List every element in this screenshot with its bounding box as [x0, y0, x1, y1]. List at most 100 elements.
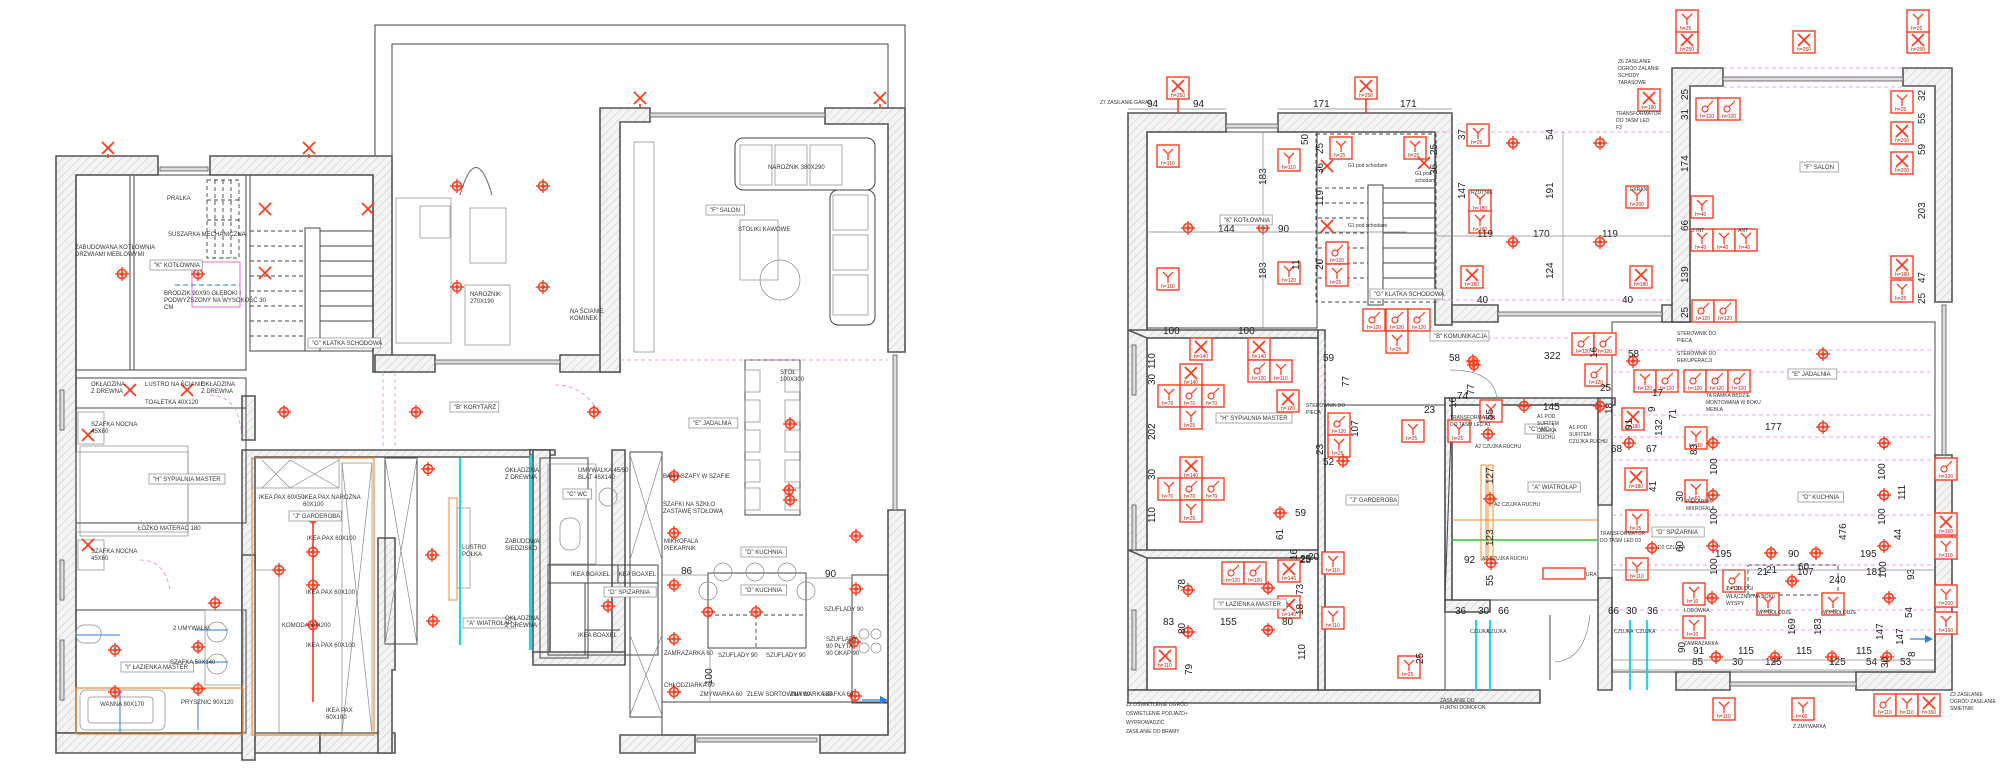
dimension-value: 110	[1147, 507, 1158, 523]
mount-height-label: h=120	[1696, 316, 1710, 322]
room-label-lazienka: "I" ŁAZIENKA MASTER	[1218, 602, 1282, 608]
mount-height-label: h=40	[1695, 245, 1706, 251]
room-label-komunikacja: "B" KOMUNIKACJA	[1434, 334, 1487, 340]
dimension-value: 16	[1589, 346, 1600, 358]
mount-height-label: h=110	[1158, 663, 1172, 669]
wall-outlet-cross-icon	[258, 266, 272, 280]
note-ikea-4: IKEA PAX 60X100	[306, 590, 356, 596]
dimension-value: 25	[1680, 306, 1691, 318]
room-label-sypialnia-frame	[148, 473, 226, 485]
note-zmywarka: ZMYWARKA 60	[700, 692, 743, 698]
ceiling-light-icon	[1505, 234, 1521, 250]
electrical-box-c1-switch: h=120	[1655, 369, 1679, 393]
mount-height-label: h=40	[1739, 245, 1750, 251]
note-a2-czujka-2: A2 CZUJKA RUCHU	[1494, 502, 1541, 508]
ceiling-light-icon	[700, 604, 716, 620]
room-label-wc-frame	[562, 488, 592, 500]
mount-height-label: h=120	[1589, 380, 1603, 386]
mount-height-label: h=180	[1473, 206, 1487, 212]
room-label-salon-frame	[1799, 161, 1839, 173]
mount-height-label: h=110	[1161, 284, 1175, 290]
mount-height-label: h=25	[1330, 280, 1341, 286]
ceiling-light-icon	[190, 639, 206, 655]
room-label-jadalnia-frame	[688, 417, 739, 429]
electrical-box-j1-switch: h=120	[1327, 412, 1351, 436]
electrical-box-d3-switch: h=110	[1873, 693, 1897, 717]
note-naroznik-salon: NAROŻNIK 380X290	[768, 164, 825, 171]
electrical-box-i2-switch: h=120	[1243, 561, 1267, 585]
room-label-salon: "F" SALON	[710, 208, 740, 214]
ceiling-light-icon	[107, 642, 123, 658]
dimension-value: 54	[1866, 657, 1878, 668]
room-label-wc-frame	[1524, 423, 1554, 435]
note-zamrazarka: ZAMRAŻARKA 60	[664, 650, 714, 657]
note-d2-czujka: D2 CZUJKA	[1658, 545, 1686, 551]
dimension-value: 110	[1297, 644, 1308, 660]
ceiling-light-icon	[666, 631, 682, 647]
note-ikea-3: IKEA PAX 60X100	[307, 536, 357, 542]
room-label-wc: "C" WC	[567, 492, 588, 498]
electrical-box-h2-switch: h=70	[1179, 477, 1203, 501]
room-label-salon-frame	[705, 204, 745, 216]
dimension-value: 115	[1738, 646, 1754, 657]
dimension-value: 195	[1860, 549, 1877, 560]
dim-86: 86	[681, 566, 693, 577]
dimension-value: 73	[1295, 583, 1306, 595]
electrical-box-f1-switch: h=120	[1713, 299, 1737, 323]
dimension-value: 58	[1449, 353, 1461, 364]
electrical-box-socket: h=110	[1895, 693, 1919, 717]
mount-height-label: h=70	[1162, 494, 1173, 500]
dimension-value: 183	[1258, 262, 1269, 279]
electrical-box-zamrazarka: h=10	[1682, 615, 1706, 639]
dimension-value: 58	[1628, 349, 1640, 360]
dimension-value: 100	[1877, 508, 1888, 525]
ceiling-light-icon	[271, 562, 287, 578]
electrical-box-h2-switch: h=70	[1179, 384, 1203, 408]
right-annotations: "K" KOTŁOWNIA"G" KLATKA SCHODOWA"F" SALO…	[1100, 59, 1997, 735]
dimension-value: 203	[1917, 202, 1928, 219]
note-prysznic: PRYSZNIC 90X120	[181, 700, 234, 706]
note-lozko: ŁÓŻKO MATERAC 180	[138, 525, 201, 532]
dimension-value: 90	[1788, 549, 1800, 560]
dimension-value: 85	[1692, 657, 1704, 668]
electrical-box-socket: h=25	[1179, 499, 1203, 523]
mount-height-label: h=25	[1484, 416, 1495, 422]
dimension-value: 119	[1477, 229, 1493, 240]
electrical-box-socket: h=25	[1890, 90, 1914, 114]
note-lodowka: LODÓWKA	[1684, 607, 1710, 614]
electrical-box-z6: h=180	[1629, 265, 1653, 289]
note-czujka-4: CZUJKA	[1636, 629, 1656, 635]
ceiling-light-icon	[1763, 545, 1779, 561]
mount-height-label: h=180	[1634, 282, 1648, 288]
mount-height-label: h=140	[1252, 354, 1266, 360]
dimension-value: 322	[1544, 351, 1561, 362]
dimension-value: 100	[1709, 558, 1720, 575]
mount-height-label: h=120	[1252, 376, 1266, 382]
dimension-value: 80	[1282, 617, 1294, 628]
electrical-box-socket: h=25	[1906, 9, 1930, 33]
dimension-value: 147	[1875, 623, 1886, 640]
dimension-value: 52	[1323, 457, 1335, 468]
room-label-kuchnia-2: "D" KUCHNIA	[745, 588, 782, 594]
room-label-wiatrolap-frame	[462, 617, 516, 629]
room-label-garderoba: "J" GARDEROBA	[293, 514, 340, 520]
dimension-value: 53	[1900, 657, 1912, 668]
dimension-value: 55	[1917, 112, 1928, 124]
electrical-box-z3: h=180	[1637, 88, 1661, 112]
dimension-value: 25	[1917, 292, 1928, 304]
electrical-box-k1-switch: h=120	[1277, 261, 1301, 285]
mount-height-label: h=200	[1895, 168, 1909, 174]
mount-height-label: h=120	[1576, 349, 1590, 355]
room-label-sypialnia: "H" SYPIALNIA MASTER	[153, 477, 221, 483]
mount-height-label: h=110	[1326, 568, 1340, 574]
